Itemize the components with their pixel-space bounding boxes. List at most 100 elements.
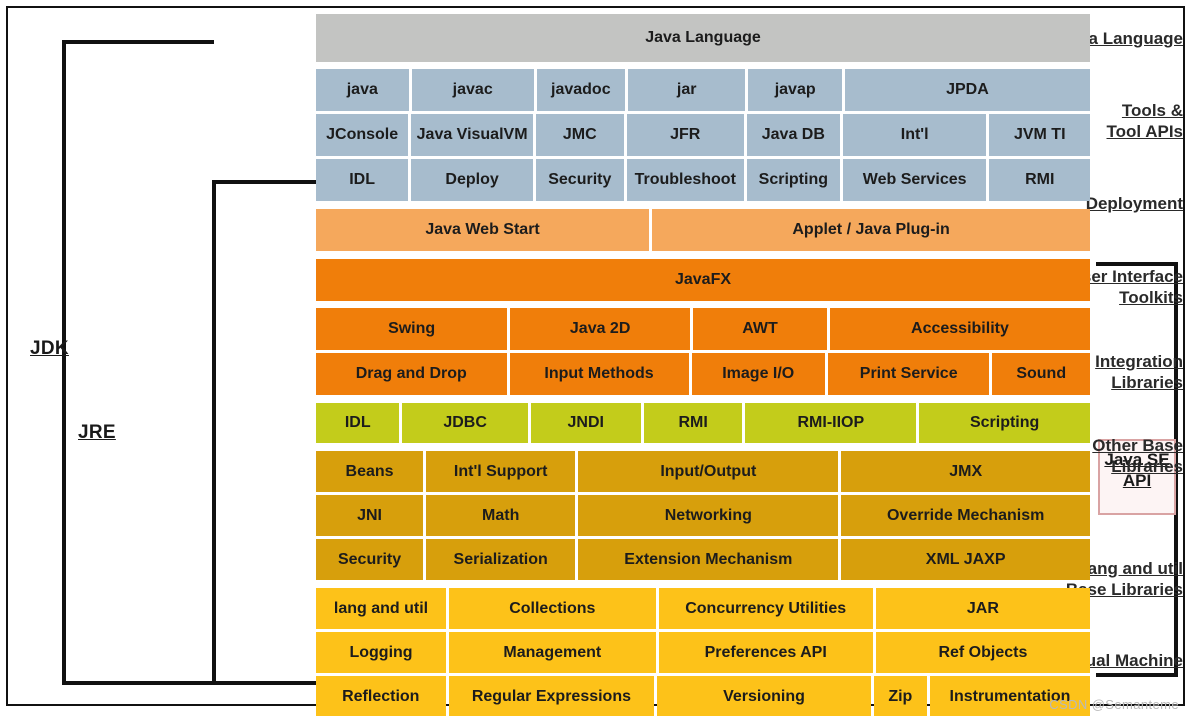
cell-tools-row-1-3[interactable]: jar xyxy=(627,69,746,111)
cell-ui-row-2-0[interactable]: Drag and Drop xyxy=(316,353,507,395)
row-label-other-base-line1: Other Base xyxy=(1092,436,1183,455)
cell-label: Concurrency Utilities xyxy=(685,599,847,617)
cell-tools-row-2-5[interactable]: Int'l xyxy=(842,114,987,156)
cell-integration-4[interactable]: RMI-IIOP xyxy=(745,403,917,443)
cell-label: Beans xyxy=(345,462,394,480)
cell-ui-row-1-1[interactable]: Java 2D xyxy=(510,308,691,350)
cell-integration-0[interactable]: IDL xyxy=(316,403,400,443)
cell-lang-util-2-1[interactable]: Management xyxy=(449,632,656,673)
cell-label: Input Methods xyxy=(544,365,654,382)
cell-deployment-0[interactable]: Java Web Start xyxy=(316,209,650,251)
row-label-lang-util-line2: Base Libraries xyxy=(1065,580,1183,599)
cell-label: Extension Mechanism xyxy=(624,550,793,568)
cell-label: jar xyxy=(676,81,697,98)
cell-tools-row-3-3[interactable]: Troubleshoot xyxy=(626,159,744,201)
cell-tools-row-2-4[interactable]: Java DB xyxy=(746,114,840,156)
cell-lang-util-3-3[interactable]: Zip xyxy=(873,676,927,716)
cell-label: Override Mechanism xyxy=(886,506,1045,524)
cell-other-base-2-0[interactable]: JNI xyxy=(316,495,424,536)
cell-other-base-1-0[interactable]: Beans xyxy=(316,451,424,492)
cell-label: RMI-IIOP xyxy=(797,414,865,431)
row-label-integration-line1: Integration xyxy=(1095,352,1183,371)
cell-label: Security xyxy=(548,171,612,188)
cell-other-base-2-2[interactable]: Networking xyxy=(578,495,839,536)
cell-tools-row-1-4[interactable]: javap xyxy=(748,69,842,111)
cell-tools-row-3-6[interactable]: RMI xyxy=(989,159,1091,201)
cell-lang-util-2-3[interactable]: Ref Objects xyxy=(875,632,1090,673)
cell-label: Scripting xyxy=(969,414,1040,431)
cell-tools-row-2-0[interactable]: JConsole xyxy=(316,114,409,156)
cell-label: Image I/O xyxy=(722,365,795,382)
cell-tools-row-1-5[interactable]: JPDA xyxy=(844,69,1090,111)
cell-label: IDL xyxy=(349,171,375,188)
cell-tools-row-3-0[interactable]: IDL xyxy=(316,159,409,201)
cell-other-base-3-2[interactable]: Extension Mechanism xyxy=(578,539,839,580)
cell-other-base-3-3[interactable]: XML JAXP xyxy=(841,539,1090,580)
cell-other-base-3-0[interactable]: Security xyxy=(316,539,424,580)
cell-javafx-0[interactable]: JavaFX xyxy=(316,259,1090,301)
jre-bracket xyxy=(212,180,360,685)
cell-ui-row-1-0[interactable]: Swing xyxy=(316,308,508,350)
watermark: CSDN @Semanteme xyxy=(1049,697,1179,712)
cell-tools-row-1-1[interactable]: javac xyxy=(411,69,534,111)
cell-lang-util-3-2[interactable]: Versioning xyxy=(657,676,871,716)
cell-ui-row-1-3[interactable]: Accessibility xyxy=(829,308,1090,350)
cell-lang-util-1-1[interactable]: Collections xyxy=(449,588,656,629)
jdk-bracket xyxy=(62,40,214,685)
cell-tools-row-1-0[interactable]: java xyxy=(316,69,409,111)
cell-label: JVM TI xyxy=(1013,126,1066,143)
cell-label: Sound xyxy=(1016,365,1067,382)
cell-other-base-2-3[interactable]: Override Mechanism xyxy=(841,495,1090,536)
cell-label: Management xyxy=(503,643,602,661)
cell-label: IDL xyxy=(344,414,371,431)
cell-lang-util-3-0[interactable]: Reflection xyxy=(316,676,446,716)
cell-java-language-0[interactable]: Java Language xyxy=(316,14,1090,62)
cell-integration-5[interactable]: Scripting xyxy=(919,403,1091,443)
jdk-bracket-label: JDK xyxy=(30,338,69,360)
cell-tools-row-3-2[interactable]: Security xyxy=(535,159,624,201)
cell-other-base-1-2[interactable]: Input/Output xyxy=(578,451,839,492)
cell-integration-2[interactable]: JNDI xyxy=(530,403,641,443)
cell-tools-row-3-1[interactable]: Deploy xyxy=(411,159,533,201)
cell-tools-row-2-1[interactable]: Java VisualVM xyxy=(411,114,533,156)
cell-other-base-3-1[interactable]: Serialization xyxy=(426,539,576,580)
cell-ui-row-1-2[interactable]: AWT xyxy=(693,308,827,350)
row-label-deployment: Deployment xyxy=(893,193,1193,214)
cell-ui-row-2-3[interactable]: Print Service xyxy=(827,353,990,395)
cell-label: Input/Output xyxy=(660,462,757,480)
cell-label: AWT xyxy=(742,320,778,337)
cell-other-base-1-3[interactable]: JMX xyxy=(841,451,1090,492)
cell-lang-util-2-0[interactable]: Logging xyxy=(316,632,447,673)
cell-label: Preferences API xyxy=(704,643,827,661)
cell-lang-util-1-2[interactable]: Concurrency Utilities xyxy=(658,588,873,629)
row-label-lang-util-base-libraries: lang and util Base Libraries xyxy=(893,558,1193,600)
cell-label: Versioning xyxy=(723,687,805,705)
cell-lang-util-1-0[interactable]: lang and util xyxy=(316,588,447,629)
cell-tools-row-2-6[interactable]: JVM TI xyxy=(989,114,1091,156)
cell-deployment-1[interactable]: Applet / Java Plug-in xyxy=(652,209,1090,251)
cell-label: RMI xyxy=(678,414,708,431)
cell-lang-util-3-4[interactable]: Instrumentation xyxy=(929,676,1090,716)
cell-tools-row-2-2[interactable]: JMC xyxy=(535,114,624,156)
cell-integration-3[interactable]: RMI xyxy=(643,403,743,443)
cell-lang-util-2-2[interactable]: Preferences API xyxy=(658,632,873,673)
cell-lang-util-3-1[interactable]: Regular Expressions xyxy=(448,676,655,716)
cell-tools-row-2-3[interactable]: JFR xyxy=(626,114,744,156)
cell-label: javap xyxy=(774,81,816,98)
cell-ui-row-2-1[interactable]: Input Methods xyxy=(509,353,689,395)
cell-tools-row-3-5[interactable]: Web Services xyxy=(842,159,987,201)
cell-tools-row-1-2[interactable]: javadoc xyxy=(536,69,625,111)
cell-label: JPDA xyxy=(946,81,989,98)
cell-tools-row-3-4[interactable]: Scripting xyxy=(746,159,840,201)
cell-label: JAR xyxy=(966,599,999,617)
cell-ui-row-2-4[interactable]: Sound xyxy=(992,353,1090,395)
cell-other-base-2-1[interactable]: Math xyxy=(426,495,576,536)
cell-lang-util-1-3[interactable]: JAR xyxy=(875,588,1090,629)
cell-ui-row-2-2[interactable]: Image I/O xyxy=(691,353,825,395)
cell-integration-1[interactable]: JDBC xyxy=(402,403,528,443)
cell-other-base-1-1[interactable]: Int'l Support xyxy=(426,451,576,492)
